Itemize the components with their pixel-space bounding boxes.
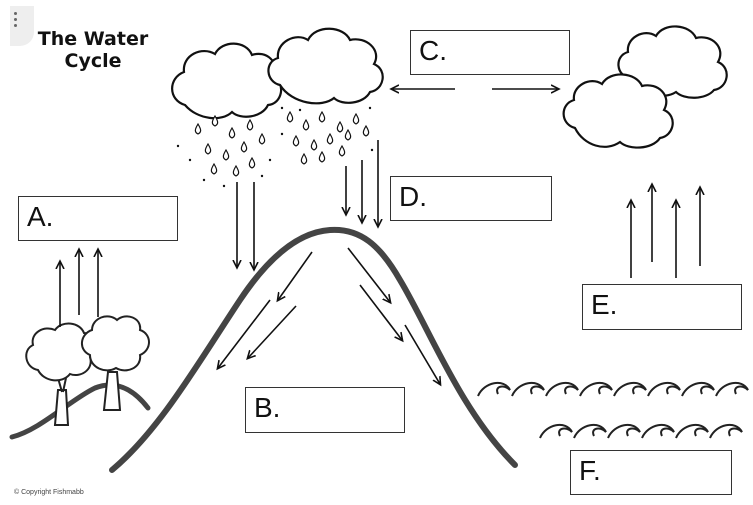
rain-speck xyxy=(202,178,206,182)
runoff-arrows xyxy=(218,247,440,384)
raindrop xyxy=(318,150,326,163)
raindrop xyxy=(246,118,254,131)
raindrop xyxy=(362,124,370,137)
raindrop xyxy=(310,138,318,151)
raindrop xyxy=(292,134,300,147)
raindrop xyxy=(318,110,326,123)
title-line-1: The Water xyxy=(37,28,149,50)
rain-speck xyxy=(280,106,284,110)
rain-clouds xyxy=(171,27,384,120)
label-c: C. xyxy=(419,35,447,66)
raindrop xyxy=(240,140,248,153)
raindrop xyxy=(222,148,230,161)
answer-box-d[interactable]: D. xyxy=(390,176,552,221)
answer-box-c[interactable]: C. xyxy=(410,30,570,75)
answer-box-a[interactable]: A. xyxy=(18,196,178,241)
raindrop xyxy=(211,114,219,127)
evaporation-arrows xyxy=(631,185,700,278)
raindrop xyxy=(338,144,346,157)
rain-speck xyxy=(260,174,264,178)
copyright-notice: © Copyright Fishmabb xyxy=(14,489,84,496)
wave-row xyxy=(539,423,743,439)
rain-speck xyxy=(368,106,372,110)
rain-speck xyxy=(280,132,284,136)
trees xyxy=(25,315,150,426)
label-b: B. xyxy=(254,392,281,423)
raindrop xyxy=(352,112,360,125)
menu-dots-icon[interactable] xyxy=(10,6,34,46)
rain-speck xyxy=(298,108,302,112)
raindrop xyxy=(232,164,240,177)
answer-box-b[interactable]: B. xyxy=(245,387,405,433)
ocean-waves xyxy=(477,381,749,439)
rain-speck xyxy=(176,144,180,148)
precipitation-arrows xyxy=(237,140,378,269)
raindrop xyxy=(248,156,256,169)
label-f: F. xyxy=(579,455,601,486)
raindrops xyxy=(176,106,374,188)
label-d: D. xyxy=(399,181,427,212)
evaporation-clouds xyxy=(562,25,728,149)
raindrop xyxy=(258,132,266,145)
raindrop xyxy=(228,126,236,139)
page-title: The Water Cycle xyxy=(28,28,158,72)
rain-speck xyxy=(222,184,226,188)
rain-speck xyxy=(188,158,192,162)
raindrop xyxy=(286,110,294,123)
raindrop xyxy=(300,152,308,165)
raindrop xyxy=(336,120,344,133)
label-e: E. xyxy=(591,289,618,320)
mountain xyxy=(109,226,518,473)
raindrop xyxy=(344,128,352,141)
raindrop xyxy=(326,132,334,145)
wave-row xyxy=(477,381,749,397)
transpiration-arrows xyxy=(60,250,98,327)
title-line-2: Cycle xyxy=(64,50,122,72)
rain-speck xyxy=(268,158,272,162)
raindrop xyxy=(194,122,202,135)
raindrop xyxy=(210,162,218,175)
label-a: A. xyxy=(27,201,54,232)
answer-box-e[interactable]: E. xyxy=(582,284,742,330)
left-hill xyxy=(9,382,151,440)
raindrop xyxy=(302,118,310,131)
answer-box-f[interactable]: F. xyxy=(570,450,732,495)
rain-speck xyxy=(370,148,374,152)
raindrop xyxy=(204,142,212,155)
